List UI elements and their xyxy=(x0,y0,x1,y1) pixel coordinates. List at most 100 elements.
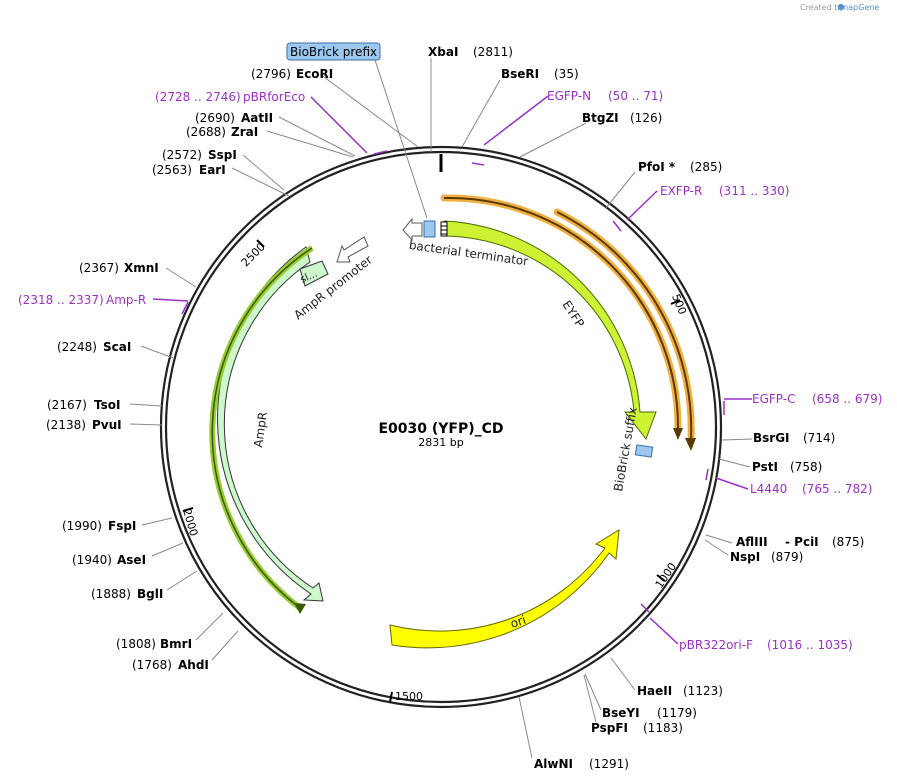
site-haeii[interactable]: HaeII(1123) xyxy=(637,684,723,698)
primer-egfp-n[interactable]: EGFP-N(50 .. 71) xyxy=(547,89,663,103)
site-aatii[interactable]: (2690) AatII xyxy=(195,111,273,125)
primer-amp-r[interactable]: (2318 .. 2337)Amp-R xyxy=(18,293,146,307)
svg-text:EGFP-C: EGFP-C xyxy=(752,392,795,406)
svg-text:HaeII: HaeII xyxy=(637,684,672,698)
eyfp-feature[interactable] xyxy=(443,220,657,441)
site-afliii-pcii[interactable]: AflIII - PciI (875) xyxy=(736,535,864,549)
svg-text:(658 .. 679): (658 .. 679) xyxy=(812,392,882,406)
ori-label: ori xyxy=(509,613,528,631)
terminator-box xyxy=(440,221,448,237)
ori-feature[interactable] xyxy=(389,529,620,649)
svg-text:(2367): (2367) xyxy=(79,261,119,275)
site-pfoi[interactable]: PfoI * (285) xyxy=(638,160,722,174)
site-bmri[interactable]: (1808)BmrI xyxy=(116,637,192,651)
site-bseri[interactable]: BseRI(35) xyxy=(501,67,579,81)
svg-text:BioBrick prefix: BioBrick prefix xyxy=(290,45,377,59)
site-ahdi[interactable]: (1768) AhdI xyxy=(132,658,209,672)
site-leader-lines xyxy=(129,58,753,759)
svg-text:AhdI: AhdI xyxy=(178,658,209,672)
ampr-label: AmpR xyxy=(251,411,270,448)
svg-text:EcoRI: EcoRI xyxy=(296,67,333,81)
svg-text:(2811): (2811) xyxy=(473,45,513,59)
svg-text:(2688): (2688) xyxy=(186,125,226,139)
site-zrai[interactable]: (2688) ZraI xyxy=(186,125,258,139)
svg-text:(285): (285) xyxy=(690,160,722,174)
site-asei[interactable]: (1940) AseI xyxy=(72,553,146,567)
svg-text:NspI: NspI xyxy=(730,550,760,564)
svg-text:EGFP-N: EGFP-N xyxy=(547,89,591,103)
site-psti[interactable]: PstI(758) xyxy=(752,460,822,474)
svg-text:(714): (714) xyxy=(803,431,835,445)
site-pvui[interactable]: (2138)PvuI xyxy=(46,418,122,432)
primer-pbr322ori-f[interactable]: pBR322ori-F(1016 .. 1035) xyxy=(679,638,853,652)
site-sspi[interactable]: (2572)SspI xyxy=(162,148,237,162)
site-xmni[interactable]: (2367)XmnI xyxy=(79,261,159,275)
svg-text:(35): (35) xyxy=(554,67,579,81)
svg-text:PspFI: PspFI xyxy=(591,721,628,735)
svg-text:(765 .. 782): (765 .. 782) xyxy=(802,482,872,496)
biobrick-prefix-label[interactable]: BioBrick prefix xyxy=(286,42,381,61)
svg-text:pBR322ori-F: pBR322ori-F xyxy=(679,638,753,652)
plasmid-length: 2831 bp xyxy=(418,436,463,449)
svg-text:EarI: EarI xyxy=(199,163,226,177)
site-eari[interactable]: (2563) EarI xyxy=(152,163,226,177)
svg-text:(1940): (1940) xyxy=(72,553,112,567)
biobrick-suffix-box[interactable] xyxy=(634,444,654,458)
site-bsrgi[interactable]: BsrGI(714) xyxy=(753,431,835,445)
svg-text:(1179): (1179) xyxy=(657,706,697,720)
svg-text:BseYI: BseYI xyxy=(602,706,640,720)
svg-text:(1768): (1768) xyxy=(132,658,172,672)
site-alwni[interactable]: AlwNI(1291) xyxy=(534,757,629,771)
snapgene-brand: SnapGene xyxy=(838,3,879,12)
svg-text:BglI: BglI xyxy=(137,587,163,601)
signal-peptide-feature[interactable] xyxy=(299,260,329,287)
biobrick-suffix-label: BioBrick suffix xyxy=(611,406,640,492)
svg-text:PfoI *: PfoI * xyxy=(638,160,676,174)
primer-exfp-r[interactable]: EXFP-R (311 .. 330) xyxy=(660,184,789,198)
svg-text:AflIII: AflIII xyxy=(736,535,768,549)
site-ecori[interactable]: (2796) EcoRI xyxy=(251,67,333,81)
tick-2500: 2500 xyxy=(239,240,268,269)
svg-text:PstI: PstI xyxy=(752,460,778,474)
backbone-outer xyxy=(159,145,723,709)
site-bgli[interactable]: (1888) BglI xyxy=(91,587,163,601)
svg-text:(879): (879) xyxy=(771,550,803,564)
svg-text:AseI: AseI xyxy=(117,553,146,567)
svg-text:(2690): (2690) xyxy=(195,111,235,125)
svg-text:(2248): (2248) xyxy=(57,340,97,354)
svg-text:(1888): (1888) xyxy=(91,587,131,601)
svg-text:XbaI: XbaI xyxy=(428,45,458,59)
svg-text:(311 .. 330): (311 .. 330) xyxy=(719,184,789,198)
primer-pbrforeco[interactable]: (2728 .. 2746)pBRforEco xyxy=(155,90,305,104)
site-tsoi[interactable]: (2167)TsoI xyxy=(47,398,120,412)
svg-text:ZraI: ZraI xyxy=(231,125,258,139)
svg-text:(2572): (2572) xyxy=(162,148,202,162)
site-pspfi[interactable]: PspFI(1183) xyxy=(591,721,683,735)
site-xbai[interactable]: XbaI (2811) xyxy=(428,45,513,59)
tick-1500: 1500 xyxy=(395,690,423,703)
site-scai[interactable]: (2248)ScaI xyxy=(57,340,131,354)
svg-text:BmrI: BmrI xyxy=(160,637,192,651)
primer-egfp-c[interactable]: EGFP-C (658 .. 679) xyxy=(752,392,882,406)
site-bseyi[interactable]: BseYI (1179) xyxy=(602,706,697,720)
snapgene-logo-icon xyxy=(838,4,844,10)
svg-text:- PciI: - PciI xyxy=(785,535,819,549)
svg-text:AatII: AatII xyxy=(241,111,273,125)
svg-text:TsoI: TsoI xyxy=(94,398,120,412)
terminator-arrow-icon xyxy=(402,217,423,242)
svg-text:EXFP-R: EXFP-R xyxy=(660,184,702,198)
biobrick-prefix-box[interactable] xyxy=(423,220,436,238)
svg-text:(2138): (2138) xyxy=(46,418,86,432)
svg-text:(2563): (2563) xyxy=(152,163,192,177)
primer-marks xyxy=(152,95,752,645)
svg-text:(2318 .. 2337): (2318 .. 2337) xyxy=(18,293,104,307)
eyfp-label: EYFP xyxy=(559,298,587,330)
primer-l4440[interactable]: L4440(765 .. 782) xyxy=(750,482,872,496)
svg-text:BtgZI: BtgZI xyxy=(582,111,619,125)
svg-text:(2796): (2796) xyxy=(251,67,291,81)
site-nspi[interactable]: NspI (879) xyxy=(730,550,803,564)
svg-text:(875): (875) xyxy=(832,535,864,549)
site-btgzi[interactable]: BtgZI(126) xyxy=(582,111,662,125)
site-fspi[interactable]: (1990)FspI xyxy=(62,519,136,533)
